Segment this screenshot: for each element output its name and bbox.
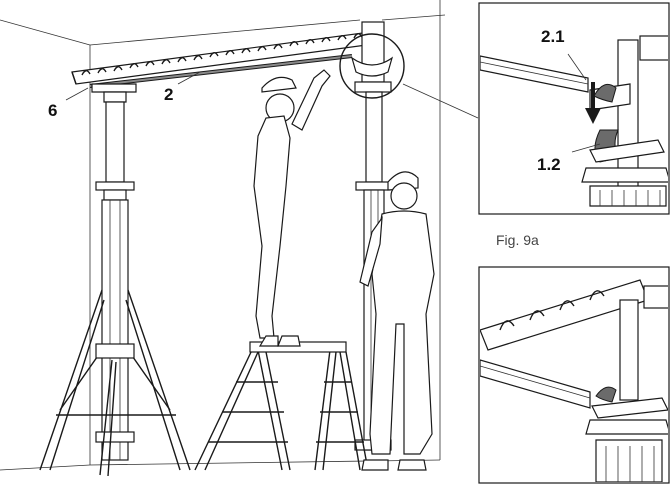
detail-panel-bottom bbox=[478, 266, 670, 484]
main-scene: 6 2 bbox=[0, 0, 479, 477]
worker-on-ladder bbox=[253, 69, 331, 347]
callout-1-2: 1.2 bbox=[537, 155, 561, 174]
detail-circle bbox=[339, 33, 479, 119]
left-tripod bbox=[39, 289, 191, 477]
figure-caption: Fig. 9a bbox=[496, 232, 539, 248]
step-ladder bbox=[194, 341, 369, 471]
arrow-down-icon bbox=[585, 108, 601, 124]
callout-2: 2 bbox=[164, 85, 173, 104]
beam bbox=[71, 31, 375, 85]
left-prop bbox=[91, 83, 137, 461]
callout-6: 6 bbox=[48, 101, 57, 120]
callout-2-1: 2.1 bbox=[541, 27, 565, 46]
callout-2-leader bbox=[177, 71, 201, 85]
room-outline bbox=[0, 0, 446, 471]
callout-6-leader bbox=[65, 87, 89, 101]
worker-standing bbox=[359, 171, 435, 471]
rod-part-2 bbox=[89, 54, 353, 88]
detail-panel-top: 2.1 1.2 bbox=[478, 2, 670, 215]
